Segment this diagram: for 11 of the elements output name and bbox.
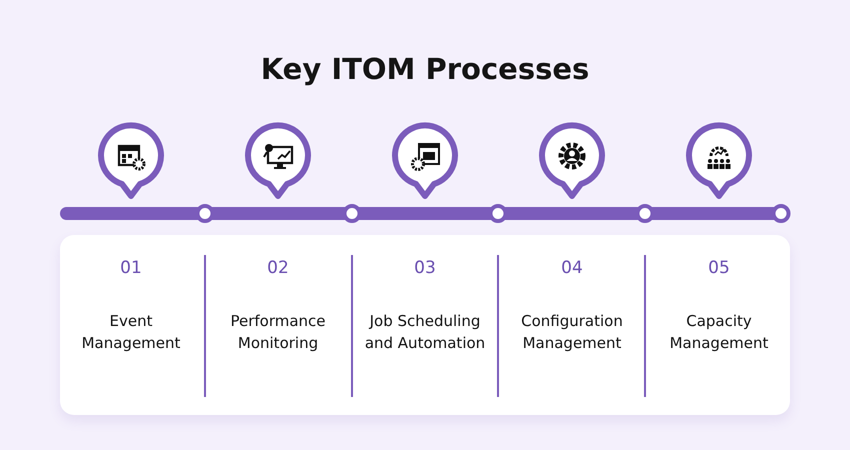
step-number: 03 — [414, 258, 436, 278]
step-name: Capacity Management — [668, 311, 770, 354]
step-number: 05 — [708, 258, 730, 278]
step-name: Performance Monitoring — [229, 311, 327, 354]
title: Key ITOM Processes — [260, 52, 590, 86]
step-name: Event Management — [80, 311, 182, 354]
step-name: Job Scheduling and Automation — [364, 311, 486, 354]
step-number: 04 — [561, 258, 583, 278]
step-number: 02 — [267, 258, 289, 278]
step-number: 01 — [120, 258, 142, 278]
step-name: Configuration Management — [520, 311, 624, 354]
